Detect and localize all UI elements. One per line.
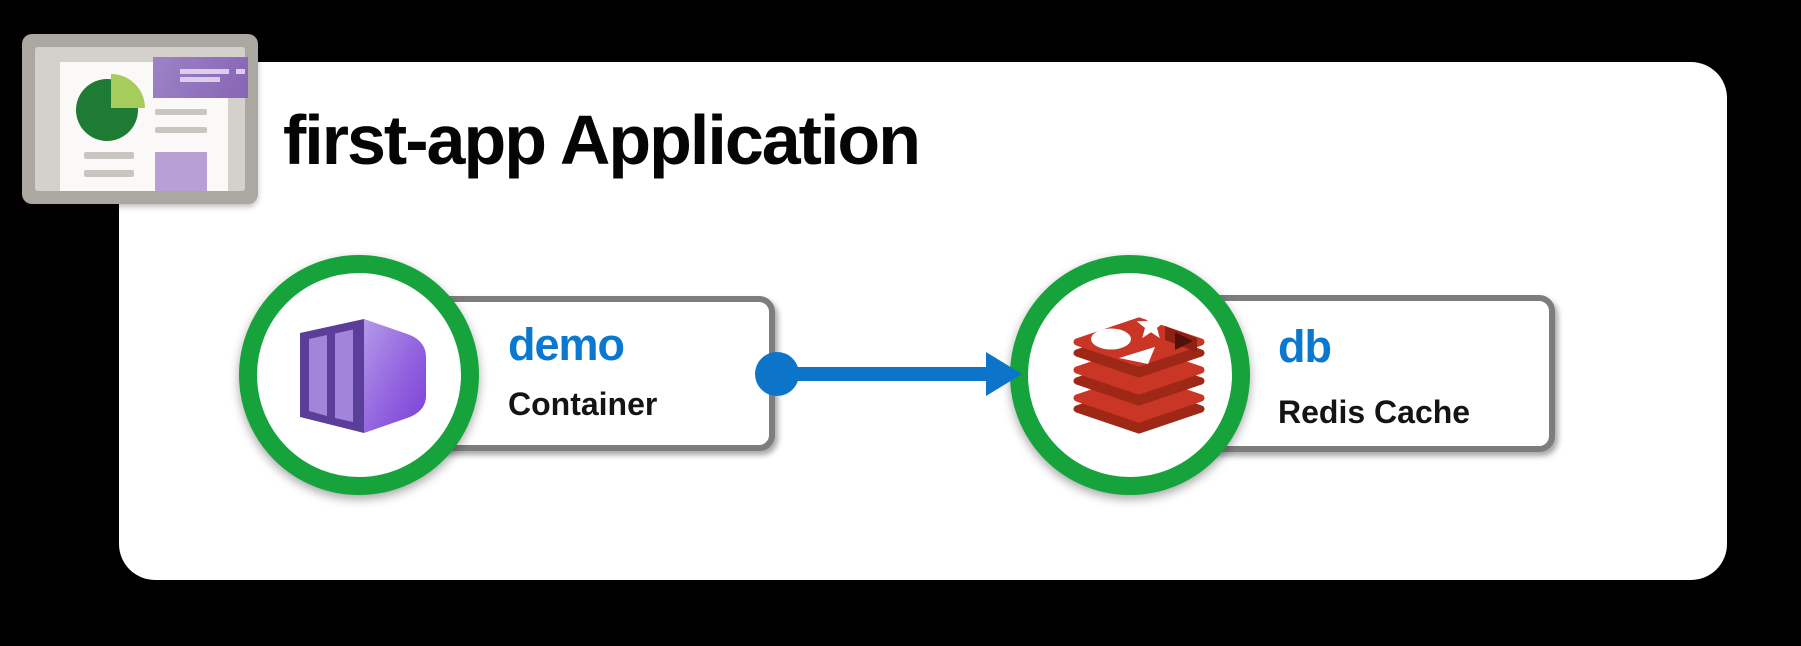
report-block	[155, 152, 207, 191]
node-circle-demo[interactable]	[239, 255, 479, 495]
node-circle-db[interactable]	[1010, 255, 1250, 495]
banner-text-dash	[236, 69, 245, 74]
banner-text-line	[180, 77, 220, 82]
text-placeholder-line	[84, 170, 134, 177]
edge-arrowhead-icon	[986, 352, 1022, 396]
application-report-icon	[22, 34, 258, 204]
text-placeholder-line	[155, 109, 207, 115]
redis-icon	[1073, 311, 1205, 434]
text-placeholder-line	[155, 127, 207, 133]
page-title: first-app Application	[283, 101, 921, 179]
node-type-demo: Container	[508, 386, 658, 422]
node-name-db: db	[1278, 321, 1332, 372]
banner-text-line	[180, 69, 229, 74]
text-placeholder-line	[84, 152, 134, 159]
edge-line	[777, 367, 989, 381]
edge-source-dot	[755, 352, 799, 396]
container-icon	[300, 319, 426, 433]
node-name-demo: demo	[508, 319, 625, 370]
node-type-db: Redis Cache	[1278, 394, 1471, 430]
